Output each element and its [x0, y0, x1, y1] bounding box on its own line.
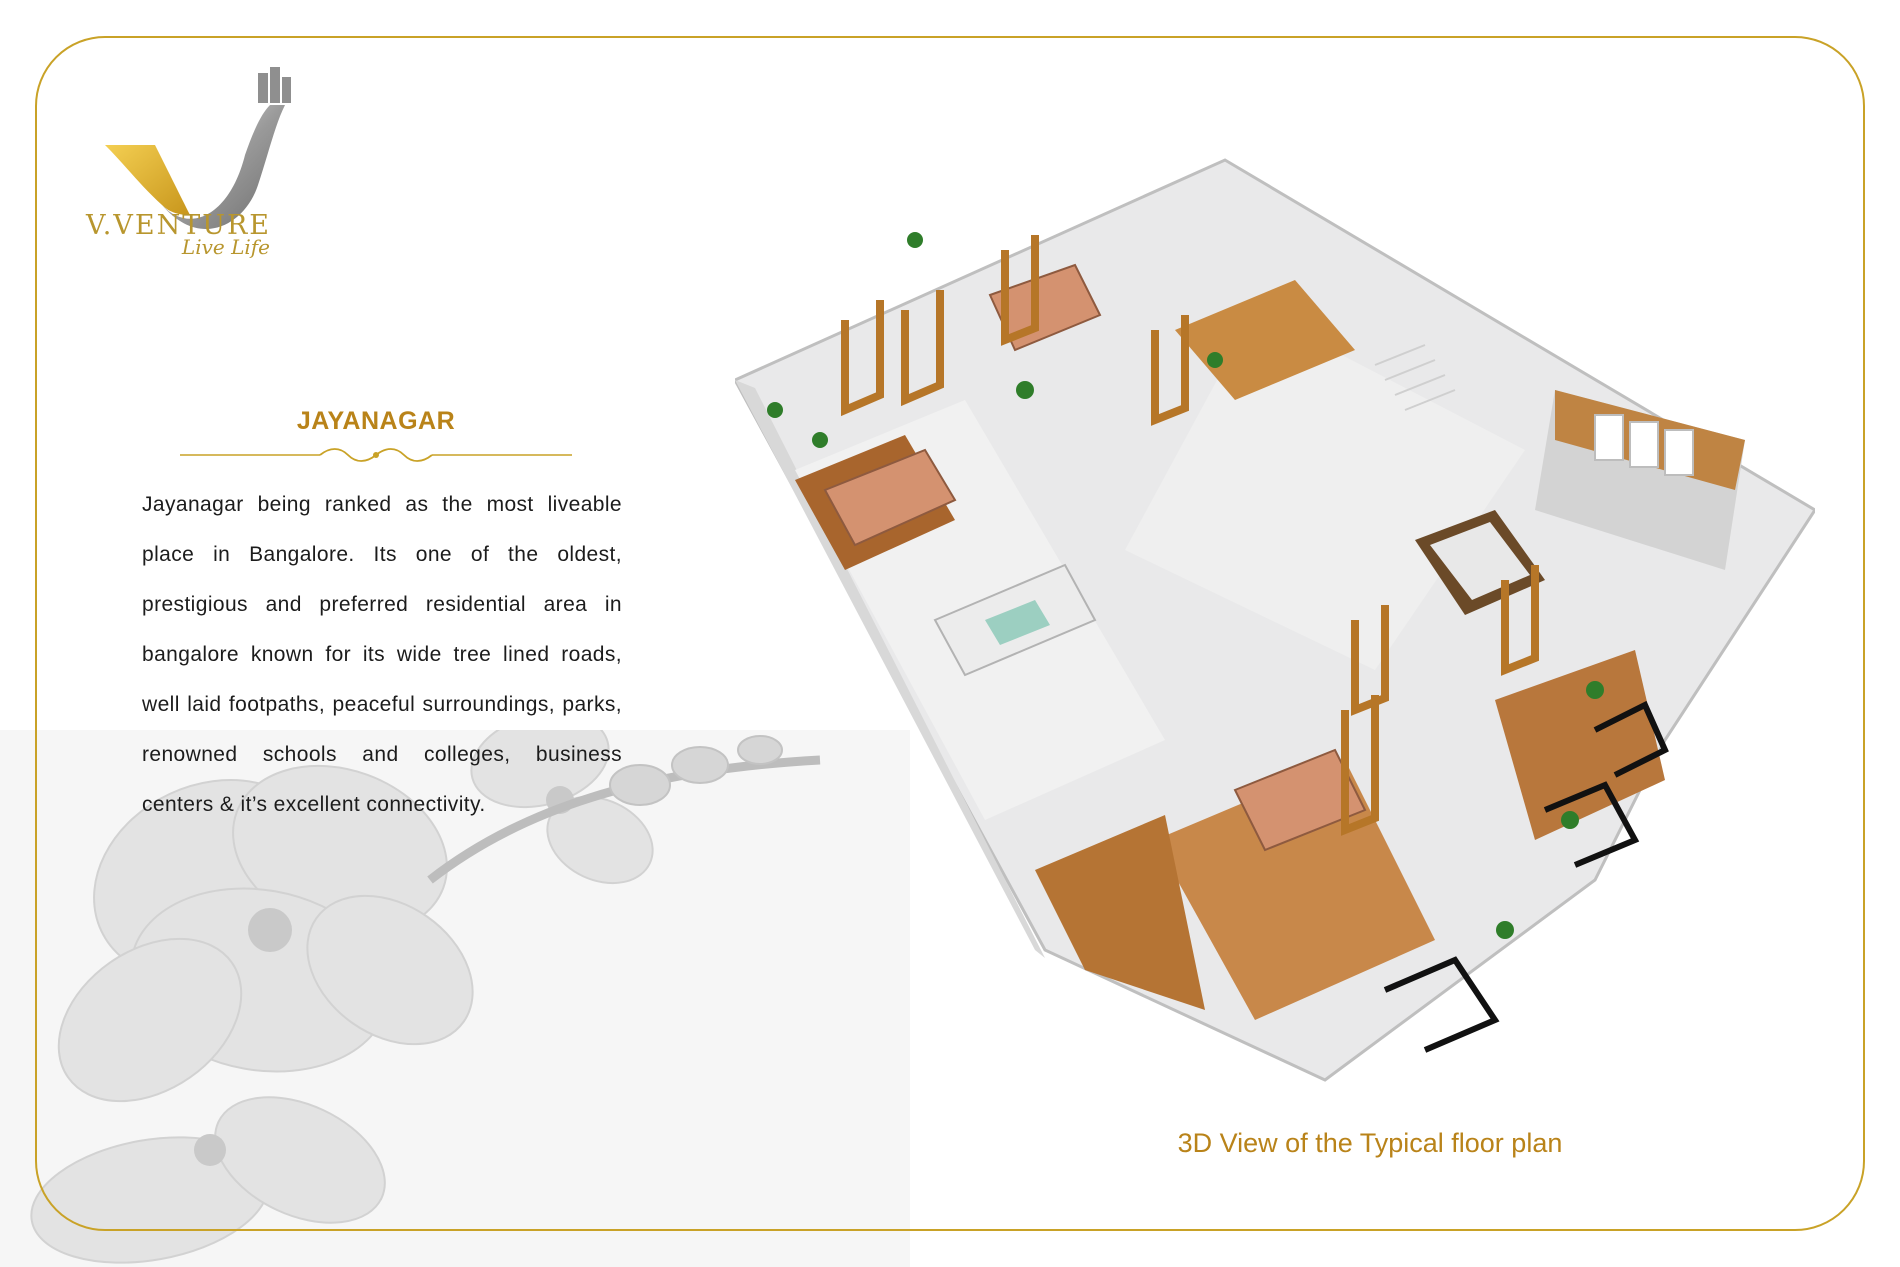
section-description: Jayanagar being ranked as the most livea…	[142, 493, 622, 816]
floor-plan-caption: 3D View of the Typical floor plan	[1177, 1128, 1563, 1158]
orchid-flower-image	[0, 730, 910, 1267]
brand-name: V.VENTURE	[86, 210, 271, 241]
section-title: JAYANAGAR	[296, 407, 456, 435]
floor-plan-3d-image	[735, 158, 1815, 1082]
brand-tagline: Live Life	[181, 235, 270, 259]
ornamental-divider	[180, 448, 572, 462]
v-venture-logo	[105, 67, 291, 229]
page-border	[35, 36, 1865, 1231]
